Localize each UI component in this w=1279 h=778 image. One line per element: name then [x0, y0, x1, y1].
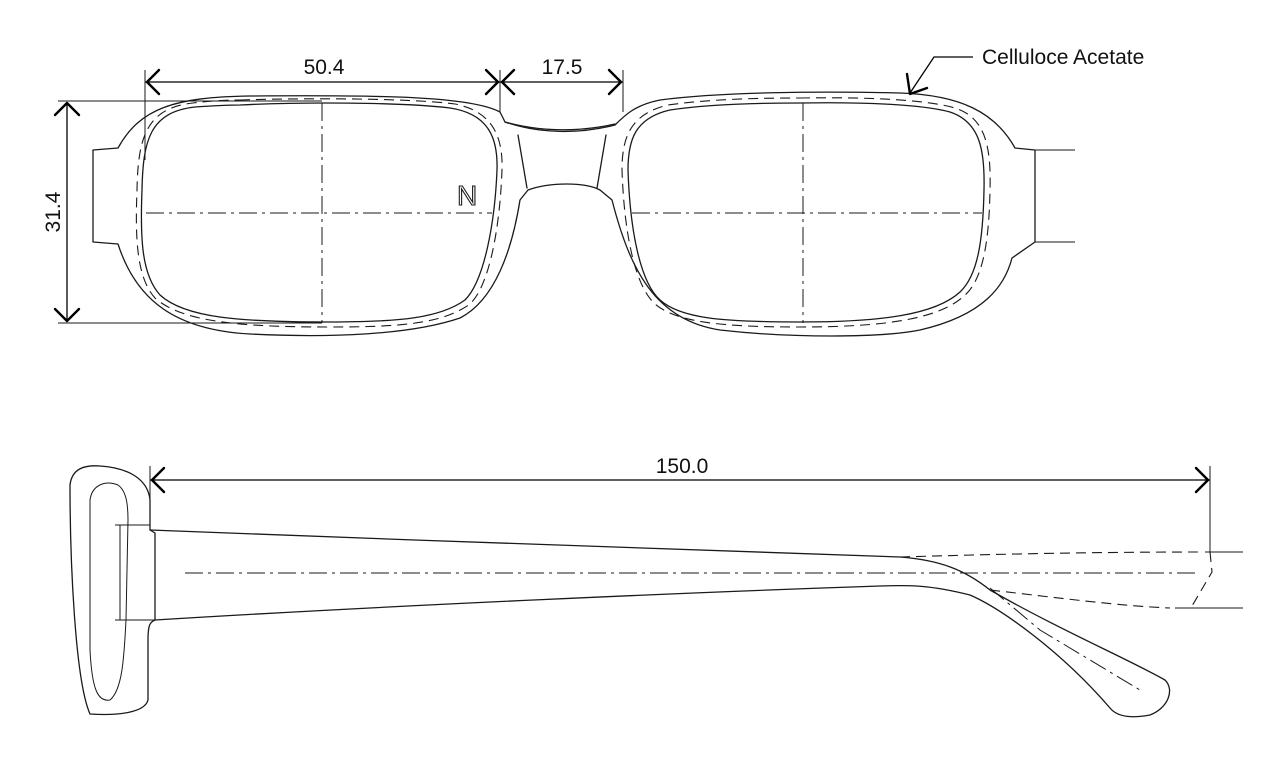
- temple-arm: [149, 529, 1171, 718]
- frame-front-inner-profile: [89, 482, 129, 701]
- material-note: Celluloce Acetate: [982, 46, 1144, 69]
- frame-front-profile: [69, 465, 156, 716]
- lens-width-dimension: 50.4: [144, 56, 501, 160]
- bridge: [504, 121, 616, 189]
- temple-length-dimension: 150.0: [149, 455, 1211, 552]
- frame-outer-outline: [92, 91, 1036, 337]
- temple-length-label: 150.0: [656, 455, 709, 478]
- side-view: 150.0: [69, 455, 1243, 718]
- temple-projection-upper: [899, 551, 1201, 558]
- right-lens-groove: [621, 97, 991, 328]
- lens-height-dimension: 31.4: [42, 100, 322, 324]
- temple-tip-centerline: [989, 587, 1141, 691]
- lens-width-label: 50.4: [304, 56, 345, 79]
- material-leader: Celluloce Acetate: [905, 46, 1144, 96]
- lens-height-label: 31.4: [42, 191, 65, 232]
- temple-projection-end: [1191, 551, 1213, 607]
- temple-projection-lower: [989, 589, 1171, 609]
- nose-mark: N: [457, 180, 477, 211]
- bridge-width-dimension: 17.5: [500, 56, 624, 112]
- left-lens-rim: [140, 102, 498, 323]
- frame-front-edge: [115, 524, 155, 621]
- left-lens-groove: [135, 98, 503, 328]
- bridge-width-label: 17.5: [542, 56, 583, 79]
- hinge-stub: [1035, 149, 1075, 243]
- right-lens-rim: [627, 102, 985, 323]
- front-view: N 50.4 17.5 31.4: [42, 46, 1144, 337]
